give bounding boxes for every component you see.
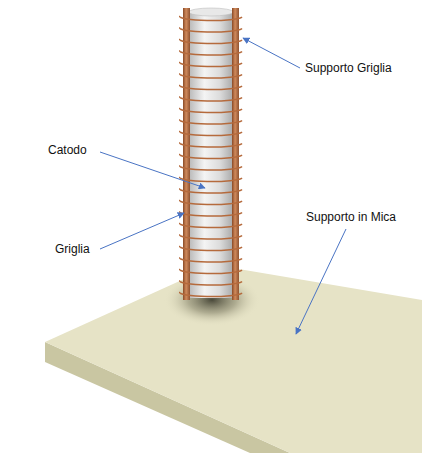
part-label: Catodo xyxy=(48,143,87,157)
leader-line xyxy=(100,38,346,334)
grid-helix xyxy=(180,16,242,297)
grid-support xyxy=(183,8,239,300)
part-label: Supporto Griglia xyxy=(305,61,392,75)
cathode xyxy=(189,8,233,298)
part-label: Griglia xyxy=(55,242,90,256)
part-label: Supporto in Mica xyxy=(306,210,396,224)
